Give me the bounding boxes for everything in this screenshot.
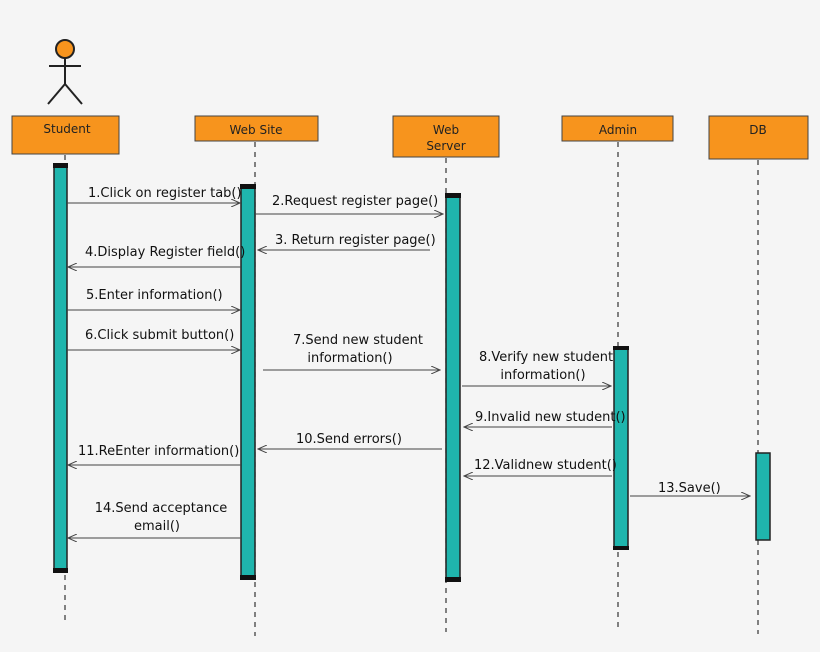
message-3: 3. Return register page() xyxy=(258,233,436,250)
db-activation xyxy=(755,452,771,541)
message-6-label: 6.Click submit button() xyxy=(85,328,234,343)
message-7: 7.Send new student information() xyxy=(263,333,440,370)
webserver-participant: Web Server xyxy=(392,115,500,158)
message-1-label: 1.Click on register tab() xyxy=(88,186,242,201)
message-9: 9.Invalid new student() xyxy=(464,410,626,427)
message-2: 2.Request register page() xyxy=(255,194,443,214)
message-12: 12.Validnew student() xyxy=(464,458,617,476)
message-11-label: 11.ReEnter information() xyxy=(78,444,239,459)
message-14-label-line2: email() xyxy=(134,519,180,534)
message-12-label: 12.Validnew student() xyxy=(474,458,617,473)
message-6: 6.Click submit button() xyxy=(67,328,240,350)
webserver-label-line1: Web xyxy=(433,123,459,137)
student-actor-icon xyxy=(47,39,83,105)
student-label: Student xyxy=(43,122,91,136)
website-participant: Web Site xyxy=(194,115,319,142)
message-13-label: 13.Save() xyxy=(658,481,721,496)
message-4-label: 4.Display Register field() xyxy=(85,245,245,260)
student-participant: Student xyxy=(11,115,120,155)
db-label: DB xyxy=(749,123,766,137)
message-3-label: 3. Return register page() xyxy=(275,233,436,248)
website-activation xyxy=(240,184,256,580)
message-8-label-line1: 8.Verify new student xyxy=(479,350,613,365)
message-5-label: 5.Enter information() xyxy=(86,288,223,303)
message-2-label: 2.Request register page() xyxy=(272,194,438,209)
message-4: 4.Display Register field() xyxy=(68,245,245,267)
website-label: Web Site xyxy=(229,123,282,137)
message-1: 1.Click on register tab() xyxy=(67,186,242,203)
db-participant: DB xyxy=(708,115,809,160)
message-5: 5.Enter information() xyxy=(67,288,240,310)
message-7-label-line2: information() xyxy=(307,351,392,366)
admin-participant: Admin xyxy=(561,115,674,142)
message-8-label-line2: information() xyxy=(500,368,585,383)
message-13: 13.Save() xyxy=(630,481,750,496)
message-14: 14.Send acceptance email() xyxy=(68,501,241,538)
message-10: 10.Send errors() xyxy=(258,432,442,449)
webserver-activation xyxy=(445,193,461,582)
message-10-label: 10.Send errors() xyxy=(296,432,402,447)
student-activation xyxy=(53,163,68,573)
message-11: 11.ReEnter information() xyxy=(68,444,241,465)
message-7-label-line1: 7.Send new student xyxy=(293,333,423,348)
message-8: 8.Verify new student information() xyxy=(462,350,613,386)
message-9-label: 9.Invalid new student() xyxy=(475,410,626,425)
webserver-label-line2: Server xyxy=(426,139,465,153)
admin-activation xyxy=(613,346,629,550)
admin-label: Admin xyxy=(599,123,637,137)
message-14-label-line1: 14.Send acceptance xyxy=(95,501,228,516)
